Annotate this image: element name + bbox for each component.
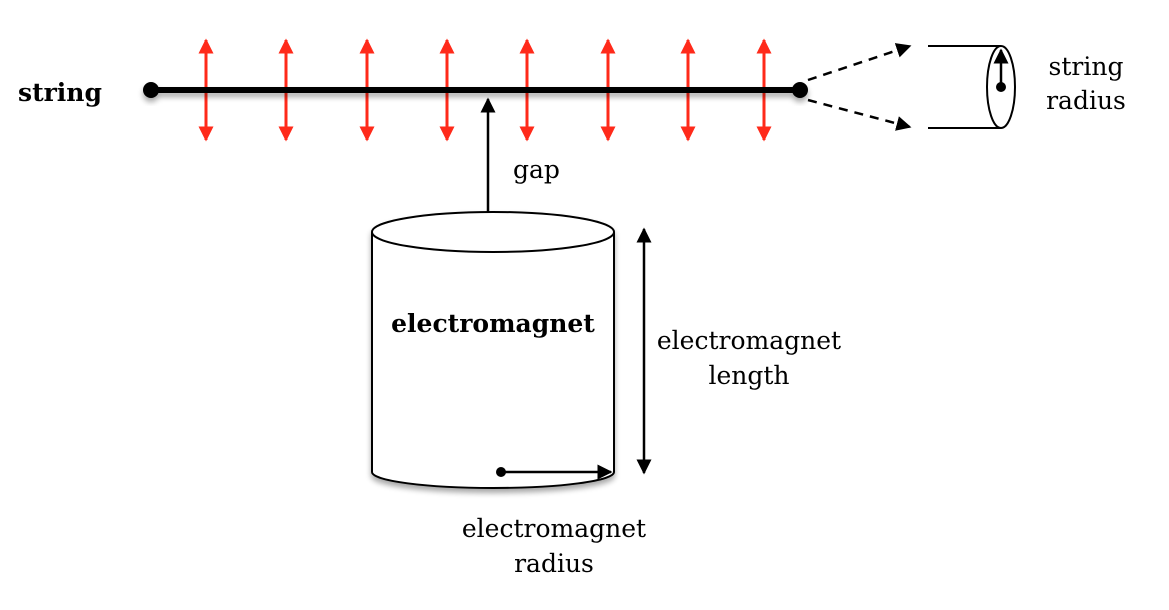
electromagnet-label: electromagnet — [391, 309, 595, 338]
string-label: string — [18, 78, 102, 107]
zoom-line-bottom — [807, 98, 912, 131]
string-cross-section — [928, 45, 1016, 129]
string-radius-label-line1: string — [1049, 52, 1124, 81]
electromagnet-radius-label-line1: electromagnet — [462, 514, 646, 543]
string — [143, 82, 808, 98]
gap-label: gap — [513, 155, 560, 184]
string-end-left — [143, 82, 159, 98]
electromagnet-length-label-line1: electromagnet — [657, 326, 841, 355]
electromagnet-radius-label-line2: radius — [514, 549, 594, 578]
string-radius-label-line2: radius — [1046, 86, 1126, 115]
electromagnet-top — [371, 211, 615, 253]
electromagnet-body — [371, 232, 615, 489]
zoom-lines — [807, 43, 912, 131]
electromagnet-length-label-line2: length — [708, 361, 789, 390]
zoom-line-top — [807, 43, 912, 82]
string-end-right — [792, 82, 808, 98]
electromagnet-cylinder — [371, 211, 615, 489]
